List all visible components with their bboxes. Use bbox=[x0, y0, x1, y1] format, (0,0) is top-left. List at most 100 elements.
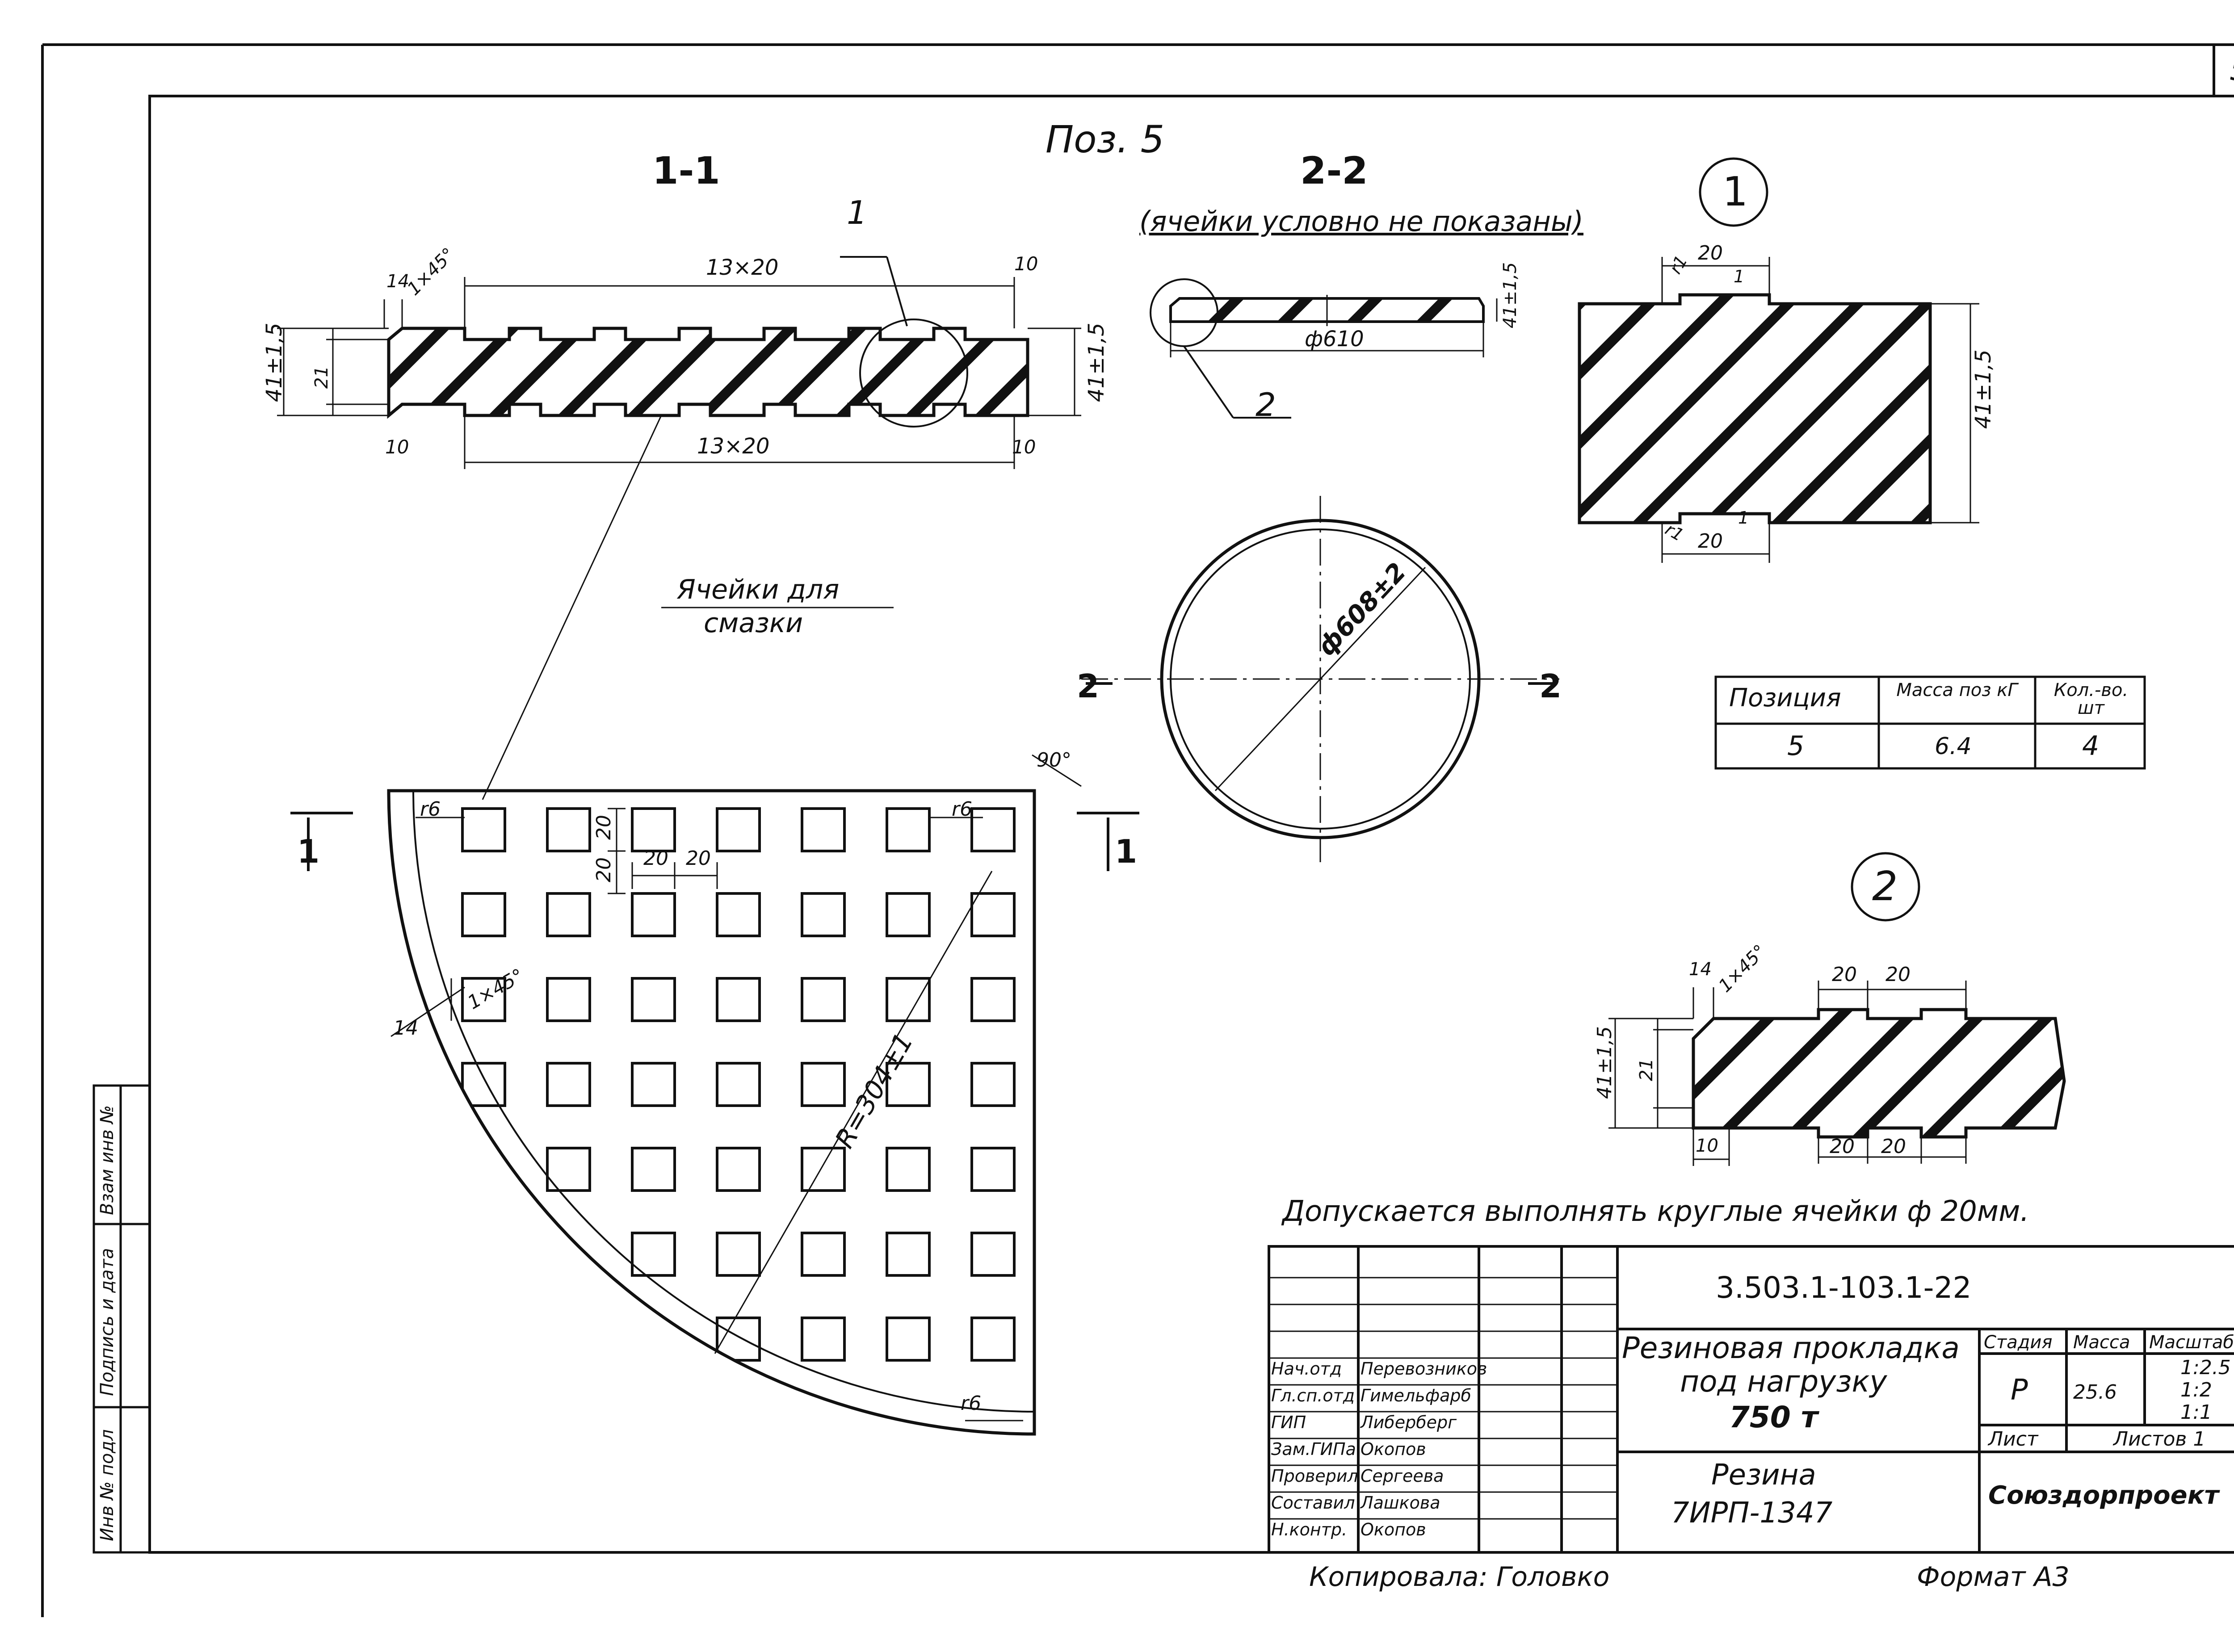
format-label: Формат А3 bbox=[1917, 1561, 2070, 1593]
dim-20-detail1-top: 20 bbox=[1698, 242, 1723, 264]
dim-r6-left: r6 bbox=[420, 798, 441, 821]
section-mark-2-left: 2 bbox=[1077, 667, 1100, 705]
dim-14: 14 bbox=[386, 271, 409, 292]
section-mark-2-right: 2 bbox=[1539, 667, 1562, 705]
dim-20-d2-bottom-b: 20 bbox=[1881, 1135, 1906, 1158]
dim-top-13x20: 13×20 bbox=[706, 255, 779, 280]
dim-20-d2-bottom-a: 20 bbox=[1830, 1135, 1855, 1158]
name-6: Окопов bbox=[1361, 1520, 1426, 1539]
title-block-grid bbox=[1268, 1245, 2234, 1554]
material-line-1: Резина bbox=[1711, 1459, 1816, 1492]
sheets-label: Листов 1 bbox=[2113, 1428, 2206, 1451]
name-5: Лашкова bbox=[1361, 1493, 1440, 1513]
title-line-1: Резиновая прокладка bbox=[1622, 1331, 1960, 1365]
title-block-rows bbox=[1269, 1277, 1617, 1520]
dim-41-right: 41±1,5 bbox=[1084, 323, 1109, 402]
spec-header-mass: Масса поз кГ bbox=[1896, 680, 2018, 700]
material-line-2: 7ИРП-1347 bbox=[1671, 1497, 1833, 1530]
detail-2-drawing bbox=[1608, 852, 2066, 1166]
leader-callout-2: 2 bbox=[1256, 386, 1276, 423]
dim-r6-right: r6 bbox=[952, 798, 973, 821]
organization: Союздорпроект bbox=[1988, 1481, 2219, 1510]
dim-bottom-13x20: 13×20 bbox=[697, 434, 770, 459]
dim-20-plan-b: 20 bbox=[686, 847, 711, 870]
title-line-2: под нагрузку bbox=[1680, 1364, 1887, 1399]
dim-610: ф610 bbox=[1305, 327, 1364, 352]
name-2: Либерберг bbox=[1361, 1413, 1457, 1432]
name-3: Окопов bbox=[1361, 1439, 1426, 1459]
role-1: Гл.сп.отд bbox=[1271, 1386, 1355, 1405]
doc-code: 3.503.1-103.1-22 bbox=[1716, 1270, 1972, 1305]
dim-20-detail1-bottom: 20 bbox=[1698, 530, 1723, 553]
dim-20-d2-top-b: 20 bbox=[1885, 963, 1911, 986]
role-6: Н.контр. bbox=[1271, 1520, 1348, 1539]
page-frame bbox=[41, 43, 2234, 1617]
dim-10-d2: 10 bbox=[1696, 1136, 1718, 1156]
section-mark-1-right: 1 bbox=[1115, 833, 1138, 870]
dim-10-bottom-right: 10 bbox=[1012, 436, 1036, 458]
side-stamp-sign: Подпись и дата bbox=[97, 1248, 118, 1396]
leader-callout-1: 1 bbox=[847, 194, 867, 231]
section-mark-1-left: 1 bbox=[297, 833, 320, 870]
dim-41-left: 41±1,5 bbox=[262, 323, 287, 402]
dim-20-plan-d: 20 bbox=[592, 857, 615, 882]
dim-10-bottom-left: 10 bbox=[385, 436, 409, 458]
detail-2-callout: 2 bbox=[1872, 863, 1898, 910]
mass-header: Масса bbox=[2073, 1332, 2130, 1353]
dim-14-plan: 14 bbox=[393, 1017, 418, 1040]
scale-header: Масштаб bbox=[2149, 1332, 2234, 1353]
dim-21-d2: 21 bbox=[1636, 1058, 1657, 1081]
cells-label-line2: смазки bbox=[704, 608, 803, 639]
dim-90: 90° bbox=[1037, 749, 1071, 771]
role-5: Составил bbox=[1271, 1493, 1355, 1513]
dim-20-plan-c: 20 bbox=[592, 815, 615, 840]
title-line-3: 750 т bbox=[1729, 1400, 1818, 1434]
spec-header-position: Позиция bbox=[1729, 683, 1841, 713]
stage-header: Стадия bbox=[1984, 1332, 2053, 1353]
side-stamp-vzam: Взам инв № bbox=[97, 1105, 118, 1215]
spec-cell-position: 5 bbox=[1787, 730, 1805, 762]
name-1: Гимельфарб bbox=[1361, 1386, 1471, 1405]
spec-cell-qty: 4 bbox=[2082, 730, 2100, 762]
scale-value-3: 1:1 bbox=[2180, 1401, 2212, 1424]
detail-1-callout: 1 bbox=[1722, 168, 1748, 215]
dim-20-plan-a: 20 bbox=[643, 847, 668, 870]
copied-by: Копировала: Головко bbox=[1309, 1561, 1610, 1593]
stage-value: Р bbox=[2011, 1374, 2028, 1407]
position-title: Поз. 5 bbox=[1046, 117, 1165, 161]
role-2: ГИП bbox=[1271, 1413, 1306, 1432]
spec-table-grid bbox=[1714, 675, 2146, 770]
side-stamp-grid bbox=[92, 1084, 151, 1554]
section-2-2-label: 2-2 bbox=[1300, 149, 1368, 193]
spec-header-qty: Кол.-во. шт bbox=[2053, 680, 2129, 718]
spec-cell-mass: 6.4 bbox=[1935, 733, 1972, 760]
role-0: Нач.отд bbox=[1271, 1359, 1342, 1379]
section-2-2-note: (ячейки условно не показаны) bbox=[1139, 205, 1583, 238]
quarter-plan-drawing bbox=[387, 415, 1082, 1436]
role-4: Проверил bbox=[1271, 1466, 1358, 1486]
dim-10-right: 10 bbox=[1014, 253, 1038, 275]
dim-41-d2: 41±1,5 bbox=[1593, 1026, 1616, 1099]
role-3: Зам.ГИПа bbox=[1271, 1439, 1356, 1459]
section-1-1-drawing bbox=[277, 256, 1081, 469]
general-note: Допускается выполнять круглые ячейки ф 2… bbox=[1282, 1195, 2029, 1228]
plan-circle-drawing bbox=[1081, 496, 1559, 862]
dim-1-top: 1 bbox=[1734, 267, 1745, 286]
dim-41-detail1: 41±1,5 bbox=[1971, 349, 1996, 429]
dim-20-d2-top-a: 20 bbox=[1832, 963, 1857, 986]
name-0: Перевозников bbox=[1361, 1359, 1487, 1379]
scale-value-1: 1:2.5 bbox=[2180, 1356, 2231, 1379]
sheet-number: 59 bbox=[2230, 54, 2234, 85]
dim-14-d2: 14 bbox=[1689, 959, 1712, 980]
cells-label-line1: Ячейки для bbox=[677, 574, 840, 605]
section-markers bbox=[290, 812, 1139, 871]
detail-1-drawing bbox=[1578, 157, 1979, 563]
mass-value: 25.6 bbox=[2073, 1381, 2117, 1404]
dim-r6-bottom: r6 bbox=[961, 1392, 982, 1415]
section-2-2-drawing bbox=[1150, 278, 1498, 419]
section-1-1-label: 1-1 bbox=[652, 149, 720, 193]
scale-value-2: 1:2 bbox=[2180, 1379, 2212, 1401]
dim-41-section2: 41±1,5 bbox=[1500, 262, 1520, 328]
name-4: Сергеева bbox=[1361, 1466, 1444, 1486]
